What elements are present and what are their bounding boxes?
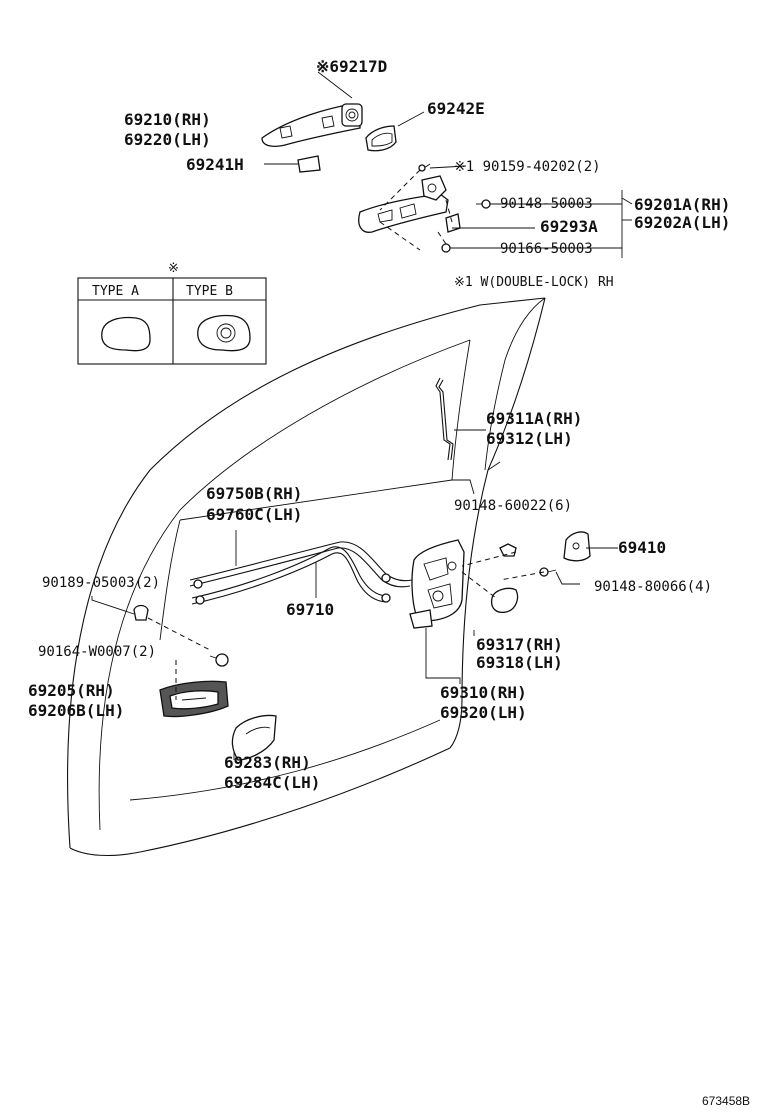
inside-handle-bezel-69283 [231, 714, 277, 761]
screw-60022 [499, 543, 517, 557]
label-69283: 69283(RH) [224, 753, 311, 772]
striker-69410 [563, 531, 591, 562]
label-69317: 69317(RH) [476, 635, 563, 654]
door-outline [67, 297, 546, 856]
door-lock [409, 539, 465, 629]
label-69312: 69312(LH) [486, 429, 573, 448]
inside-handle [159, 680, 229, 718]
label-69205: 69205(RH) [28, 681, 115, 700]
label-69320: 69320(LH) [440, 703, 527, 722]
leader-lines [91, 71, 633, 760]
handle-frame [358, 163, 491, 253]
type-box-mark: ※ [168, 261, 179, 276]
label-90148-60022: 90148-60022(6) [454, 498, 572, 514]
label-90166: 90166-50003 [500, 241, 593, 257]
label-69293a: 69293A [540, 217, 598, 236]
type-box [77, 277, 267, 365]
type-a-header: TYPE A [92, 284, 139, 299]
label-69750b: 69750B(RH) [206, 484, 302, 503]
lock-cover-69317 [490, 587, 519, 614]
label-69710: 69710 [286, 600, 334, 619]
clip-05003 [133, 604, 149, 621]
outside-handle [261, 103, 363, 147]
label-69210: 69210(RH) [124, 110, 211, 129]
label-69311a: 69311A(RH) [486, 409, 582, 428]
label-69217d: ※69217D [316, 57, 387, 76]
label-69284c: 69284C(LH) [224, 773, 320, 792]
label-69220: 69220(LH) [124, 130, 211, 149]
handle-pad-69242e [365, 125, 397, 152]
label-69206b: 69206B(LH) [28, 701, 124, 720]
label-69241h: 69241H [186, 155, 244, 174]
label-90148-80066: 90148-80066(4) [594, 579, 712, 595]
label-90159: ※1 90159-40202(2) [454, 159, 601, 175]
label-69310: 69310(RH) [440, 683, 527, 702]
label-90164: 90164-W0007(2) [38, 644, 156, 660]
note-double-lock: ※1 W(DOUBLE-LOCK) RH [454, 275, 614, 290]
cables [189, 541, 413, 605]
label-90148-50003: 90148-50003 [500, 196, 593, 212]
label-69202a: 69202A(LH) [634, 213, 730, 232]
label-69242e: 69242E [427, 99, 485, 118]
lock-rod [435, 377, 454, 461]
handle-pad-69241h [297, 155, 321, 173]
screw-w0007 [209, 653, 229, 667]
label-69201a: 69201A(RH) [634, 195, 730, 214]
label-69410: 69410 [618, 538, 666, 557]
type-b-header: TYPE B [186, 284, 233, 299]
label-90189: 90189-05003(2) [42, 575, 160, 591]
label-69760c: 69760C(LH) [206, 505, 302, 524]
diagram-reference-code: 673458B [702, 1094, 750, 1108]
label-69318: 69318(LH) [476, 653, 563, 672]
